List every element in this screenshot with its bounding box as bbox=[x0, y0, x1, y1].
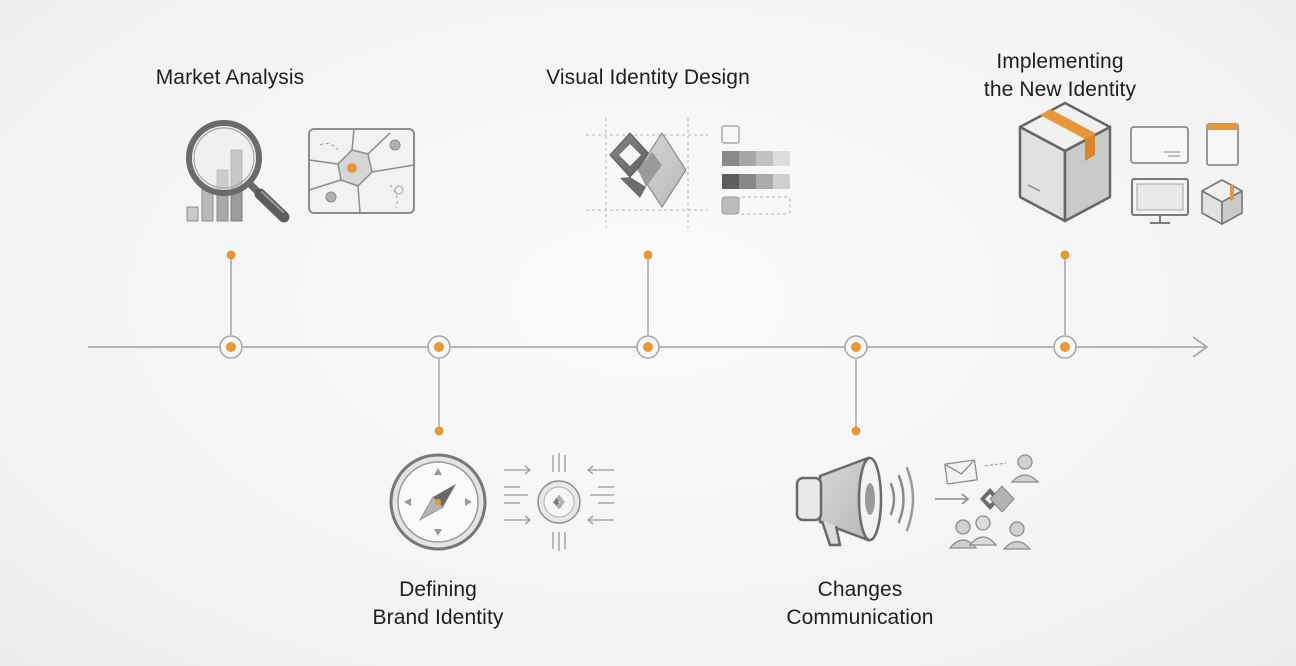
timeline-node-5 bbox=[1053, 335, 1077, 359]
timeline-node-2 bbox=[427, 335, 451, 359]
magnifier-chart-icon bbox=[186, 120, 290, 223]
focus-arrows-icon bbox=[504, 453, 614, 551]
step-connector-4 bbox=[851, 359, 861, 436]
compass-icon bbox=[389, 453, 487, 551]
timeline-node-1 bbox=[219, 335, 243, 359]
step-connector-5 bbox=[1060, 250, 1070, 335]
step-title-line: Market Analysis bbox=[155, 66, 305, 89]
brand-applications-icon bbox=[1130, 123, 1243, 225]
step-title-implementing-new-identity: Implementing the New Identity bbox=[950, 48, 1170, 104]
step-title-line: Communication bbox=[786, 606, 934, 629]
step-title-defining-brand-identity: Defining Brand Identity bbox=[338, 576, 538, 632]
timeline-node-3 bbox=[636, 335, 660, 359]
step-connector-2 bbox=[434, 359, 444, 436]
step-connector-3 bbox=[643, 250, 653, 335]
step-title-line: the New Identity bbox=[983, 78, 1137, 101]
step-title-line: Defining bbox=[399, 578, 477, 601]
audience-icon bbox=[935, 454, 1040, 550]
logo-grid-icon bbox=[586, 118, 708, 228]
arrow-head-icon bbox=[1192, 336, 1209, 358]
step-title-line: Implementing bbox=[996, 50, 1124, 73]
timeline-node-4 bbox=[844, 335, 868, 359]
step-title-market-analysis: Market Analysis bbox=[130, 64, 330, 92]
package-icon bbox=[1018, 101, 1112, 223]
map-icon bbox=[308, 128, 415, 214]
step-title-line: Brand Identity bbox=[372, 606, 504, 629]
step-title-changes-communication: Changes Communication bbox=[760, 576, 960, 632]
step-title-line: Changes bbox=[817, 578, 903, 601]
step-title-visual-identity-design: Visual Identity Design bbox=[528, 64, 768, 92]
megaphone-icon bbox=[795, 456, 915, 547]
step-title-line: Visual Identity Design bbox=[546, 66, 750, 89]
step-connector-1 bbox=[226, 250, 236, 335]
palette-swatches-icon bbox=[721, 125, 791, 215]
